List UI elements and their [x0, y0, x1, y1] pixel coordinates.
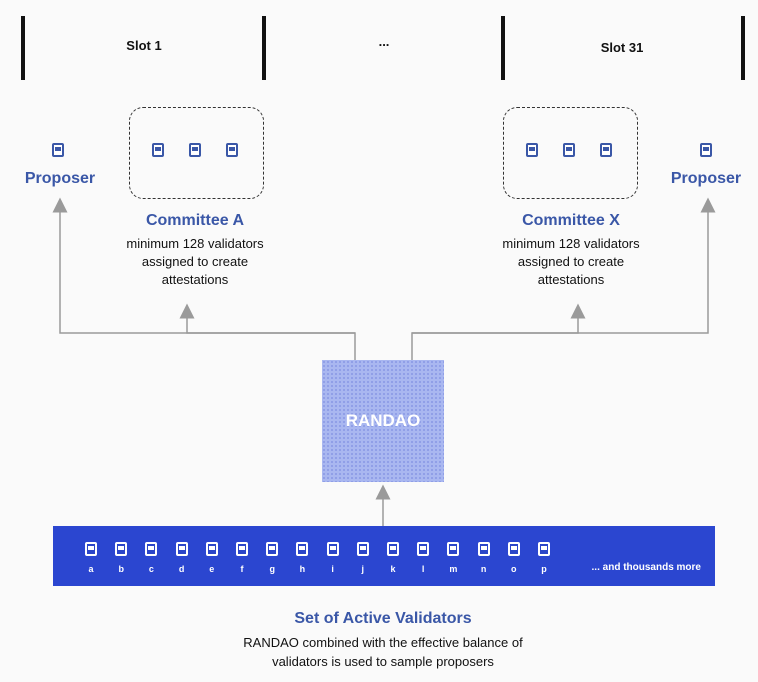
validator-letter: b — [118, 564, 124, 574]
slot-31-end-marker — [741, 16, 745, 80]
validator-icon — [236, 542, 248, 556]
randao-label: RANDAO — [345, 411, 421, 430]
validator-icon — [477, 542, 490, 556]
slot-ellipsis: ... — [378, 34, 390, 49]
committee-x-description: minimum 128 validators assigned to creat… — [476, 235, 666, 289]
committee-x-title: Committee X — [522, 212, 620, 229]
validator-letter: a — [88, 564, 94, 574]
validator-icon — [507, 542, 520, 556]
validator-icon — [326, 542, 339, 556]
validator-icon — [563, 143, 575, 157]
validator-icon — [526, 143, 538, 157]
proposer-right-label: Proposer — [670, 170, 742, 187]
thousands-more-label: ... and thousands more — [591, 562, 701, 573]
committee-a-title: Committee A — [145, 212, 245, 229]
committee-a-desc-line: minimum 128 validators — [126, 236, 264, 251]
validator-icon — [700, 143, 712, 157]
validator-letter: e — [209, 564, 215, 574]
validator-icon — [387, 542, 399, 556]
slot-31-label: Slot 31 — [600, 40, 644, 55]
validator-icon — [266, 542, 279, 556]
committee-x-box — [503, 107, 638, 199]
validator-icon — [52, 143, 64, 157]
validator-icon — [115, 542, 128, 556]
set-desc-line: RANDAO combined with the effective balan… — [243, 635, 523, 650]
validator-icon — [296, 542, 309, 556]
validator-letter: h — [299, 564, 306, 574]
committee-x-desc-line: assigned to create — [517, 254, 625, 269]
validator-letter: f — [240, 564, 244, 574]
validator-letter: n — [480, 564, 487, 574]
slot-31-start-marker — [501, 16, 505, 80]
proposer-left-label: Proposer — [24, 170, 96, 187]
arrow-to-committee-a — [179, 303, 355, 334]
validator-letter: m — [449, 564, 458, 574]
validator-letter: k — [390, 564, 396, 574]
validator-icon — [145, 542, 158, 556]
validator-icon — [538, 542, 550, 556]
validator-icon — [175, 542, 188, 556]
validator-icon — [600, 143, 612, 157]
slot-1-label: Slot 1 — [126, 38, 162, 53]
validator-letter: c — [148, 564, 154, 574]
validator-icon — [417, 542, 430, 556]
validator-letter: l — [421, 564, 425, 574]
validator-letter: d — [178, 564, 185, 574]
validator-icon — [226, 143, 238, 157]
slot-1-start-marker — [21, 16, 25, 80]
randao-box: RANDAO — [322, 360, 444, 482]
validator-icon — [356, 542, 369, 556]
committee-x-desc-line: minimum 128 validators — [502, 236, 640, 251]
validator-letter: o — [511, 564, 517, 574]
validator-icon — [85, 542, 97, 556]
validator-letter: i — [331, 564, 334, 574]
arrow-to-committee-x — [412, 303, 586, 334]
validator-letter: j — [361, 564, 365, 574]
committee-x-desc-line: attestations — [537, 272, 605, 287]
committee-a-desc-line: assigned to create — [141, 254, 249, 269]
validator-letter: p — [541, 564, 547, 574]
committee-a-desc-line: attestations — [161, 272, 229, 287]
validator-icon — [189, 143, 201, 157]
committee-a-box — [129, 107, 264, 199]
committee-a-description: minimum 128 validators assigned to creat… — [100, 235, 290, 289]
set-desc-line: validators is used to sample proposers — [272, 654, 494, 669]
validator-icon — [447, 542, 460, 556]
active-validators-bar: ... and thousands more a b c d e f g h i j k l m n o p — [53, 526, 715, 586]
validator-icon — [152, 143, 164, 157]
set-description: RANDAO combined with the effective balan… — [130, 633, 636, 671]
set-title: Set of Active Validators — [294, 610, 472, 627]
slot-1-end-marker — [262, 16, 266, 80]
validator-icon — [205, 542, 218, 556]
validator-letter: g — [269, 564, 275, 574]
